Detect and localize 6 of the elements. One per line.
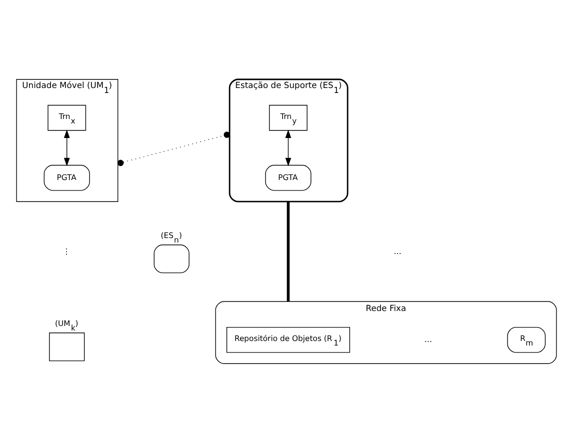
connector: [286, 201, 290, 301]
connector: [117, 131, 230, 166]
node-box: [49, 332, 85, 361]
node-box: [154, 244, 190, 273]
arrow: [285, 129, 292, 166]
arrow: [64, 129, 70, 166]
